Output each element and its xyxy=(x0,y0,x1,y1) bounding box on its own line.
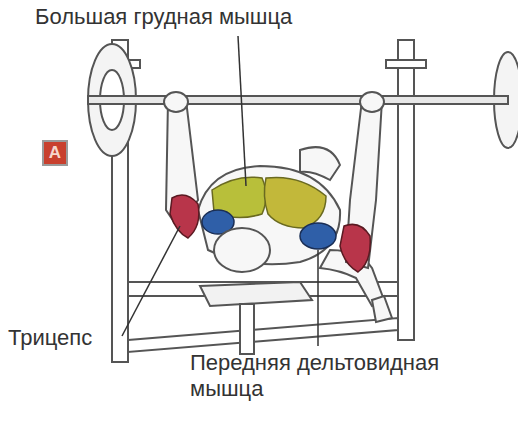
logo-badge: A xyxy=(42,140,68,166)
muscle-label: Большая грудная мышца xyxy=(35,4,292,30)
badge-letter: A xyxy=(49,143,61,163)
muscle-label: Трицепс xyxy=(8,325,92,351)
muscle-label: Передняя дельтовидная мышца xyxy=(190,350,490,403)
